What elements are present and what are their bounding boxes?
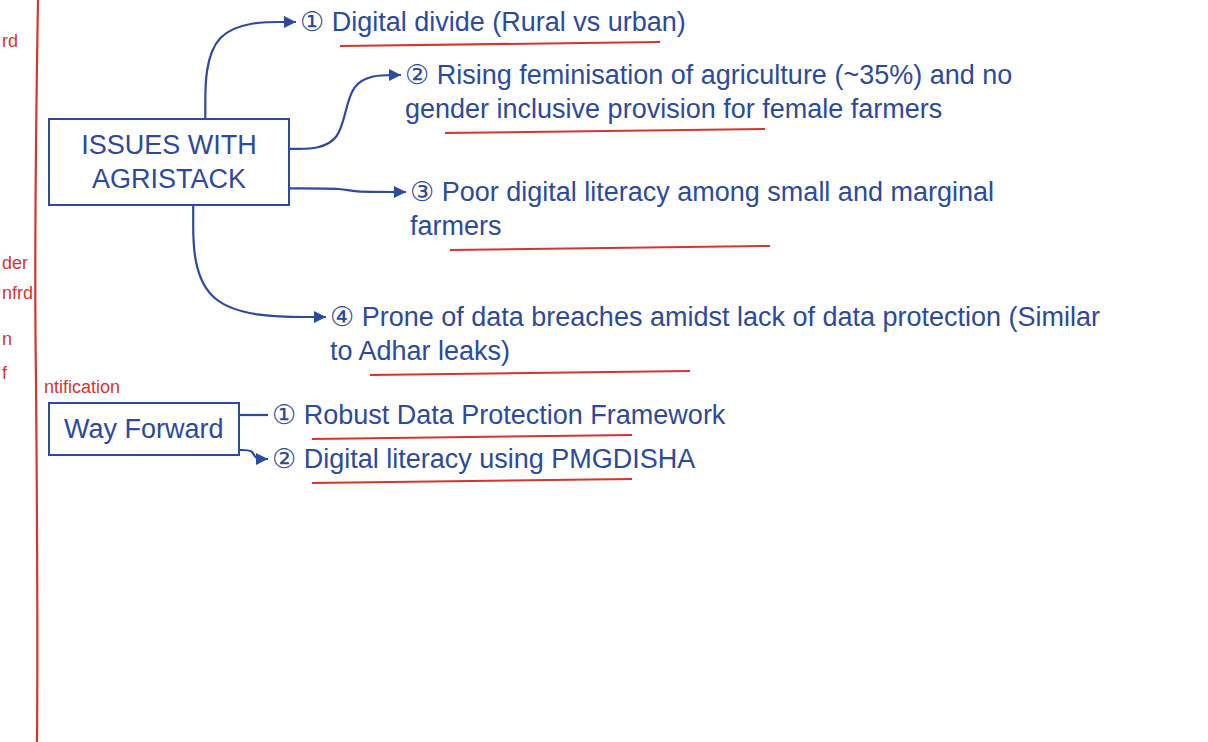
margin-note: ntification xyxy=(44,376,120,398)
margin-line xyxy=(35,0,38,742)
solution-item: ② Digital literacy using PMGDISHA xyxy=(272,442,1032,476)
margin-note: n xyxy=(2,328,12,350)
connector-arrow xyxy=(240,414,268,416)
red-underline xyxy=(312,435,632,439)
connector-arrow xyxy=(240,450,268,459)
connector-arrow xyxy=(193,206,326,317)
connector-arrow xyxy=(290,188,406,192)
margin-note: f xyxy=(2,362,7,384)
connector-arrow xyxy=(290,75,401,149)
red-underline xyxy=(450,246,770,250)
item-text: ④ Prone of data breaches amidst lack of … xyxy=(330,300,1130,368)
item-text: ③ Poor digital literacy among small and … xyxy=(410,175,1010,243)
connector-arrow xyxy=(205,22,296,118)
margin-note: der xyxy=(2,252,28,274)
issue-item: ③ Poor digital literacy among small and … xyxy=(410,175,1010,243)
red-underline xyxy=(370,371,690,375)
solution-item: ① Robust Data Protection Framework xyxy=(272,398,1032,432)
issue-item: ② Rising feminisation of agriculture (~3… xyxy=(405,58,1045,126)
item-text: ② Rising feminisation of agriculture (~3… xyxy=(405,58,1045,126)
item-text: ① Digital divide (Rural vs urban) xyxy=(300,5,1020,39)
way-forward-box: Way Forward xyxy=(48,402,240,456)
issue-box: ISSUES WITH AGRISTACK xyxy=(48,118,290,206)
item-text: ② Digital literacy using PMGDISHA xyxy=(272,442,1032,476)
red-underline xyxy=(445,129,765,133)
box-heading: ISSUES WITH AGRISTACK xyxy=(64,128,274,196)
item-text: ① Robust Data Protection Framework xyxy=(272,398,1032,432)
margin-note: rd xyxy=(2,30,18,52)
margin-note: nfrd xyxy=(2,282,33,304)
issue-item: ④ Prone of data breaches amidst lack of … xyxy=(330,300,1130,368)
red-underline xyxy=(312,479,632,483)
box-heading: Way Forward xyxy=(64,412,224,446)
issue-item: ① Digital divide (Rural vs urban) xyxy=(300,5,1020,39)
red-underline xyxy=(340,42,660,46)
